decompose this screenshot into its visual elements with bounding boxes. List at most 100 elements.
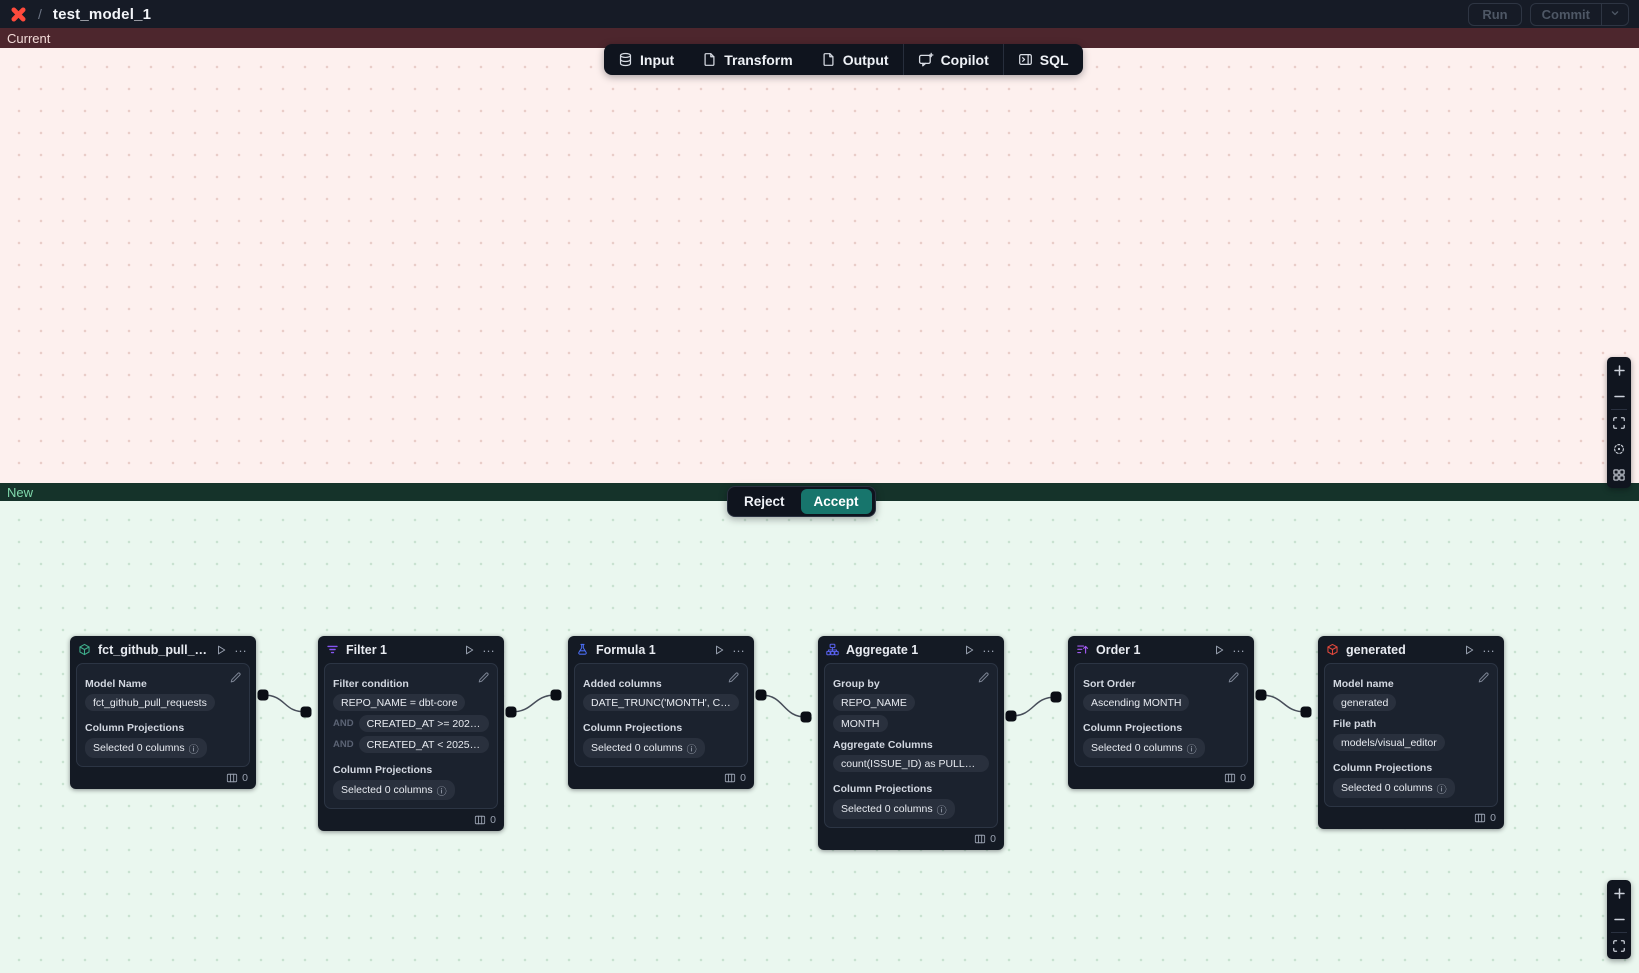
edge-handle[interactable] [505, 706, 517, 718]
edge[interactable] [262, 694, 307, 713]
ellipsis-menu-icon[interactable]: … [234, 640, 248, 655]
info-icon[interactable]: ⓘ [936, 805, 947, 817]
value-chip[interactable]: Ascending MONTH [1083, 694, 1190, 711]
value-chip[interactable]: REPO_NAME [833, 694, 915, 711]
value-chip[interactable]: DATE_TRUNC('MONTH', CREATED_AT… [583, 694, 739, 711]
commit-button[interactable]: Commit [1531, 4, 1601, 25]
node-header[interactable]: Order 1 … [1068, 636, 1254, 663]
play-icon[interactable] [1213, 644, 1225, 656]
info-icon[interactable]: ⓘ [1186, 744, 1197, 756]
edge[interactable] [510, 694, 557, 713]
fit-view-button[interactable] [1607, 933, 1631, 959]
edge[interactable] [760, 694, 807, 718]
toolbar-item-copilot[interactable]: Copilot [904, 44, 1003, 75]
edge[interactable] [1010, 696, 1057, 717]
ellipsis-menu-icon[interactable]: … [982, 640, 996, 655]
ellipsis-menu-icon[interactable]: … [1232, 640, 1246, 655]
edit-pencil-icon[interactable] [1477, 671, 1490, 689]
fit-view-button[interactable] [1607, 410, 1631, 436]
zoom-in-button[interactable] [1607, 880, 1631, 906]
section-label: Column Projections [583, 722, 683, 734]
value-chip[interactable]: CREATED_AT >= 2024-12-01 [358, 715, 489, 732]
chip-text: Selected 0 columns [1341, 782, 1433, 794]
target-icon [1612, 442, 1626, 456]
value-chip[interactable]: generated [1333, 694, 1397, 711]
edge-handle[interactable] [755, 689, 767, 701]
toolbar-item-output[interactable]: Output [807, 44, 903, 75]
edit-pencil-icon[interactable] [229, 671, 242, 689]
current-canvas[interactable] [0, 48, 1639, 483]
info-icon[interactable]: ⓘ [188, 744, 199, 756]
condition-conjunction: AND [333, 718, 354, 729]
play-icon[interactable] [963, 644, 975, 656]
commit-dropdown-button[interactable] [1601, 3, 1628, 25]
center-view-button[interactable] [1607, 436, 1631, 462]
ellipsis-menu-icon[interactable]: … [732, 640, 746, 655]
value-chip[interactable]: REPO_NAME = dbt-core [333, 694, 466, 711]
edge-handle[interactable] [300, 706, 312, 718]
reject-button[interactable]: Reject [731, 489, 798, 514]
info-icon[interactable]: ⓘ [436, 786, 447, 798]
node-title: Order 1 [1096, 642, 1141, 657]
edge-handle[interactable] [257, 689, 269, 701]
value-chip[interactable]: models/visual_editor [1333, 734, 1445, 751]
new-canvas[interactable]: fct_github_pull_requests…Model Namefct_g… [0, 501, 1639, 973]
zoom-out-button[interactable] [1607, 383, 1631, 409]
node-header[interactable]: Formula 1… [568, 636, 754, 663]
edit-pencil-icon[interactable] [477, 671, 490, 689]
value-chip[interactable]: CREATED_AT < 2025-03-01 [358, 736, 489, 753]
zoom-out-button[interactable] [1607, 906, 1631, 932]
toolbar-item-transform[interactable]: Transform [688, 44, 806, 75]
edge-handle[interactable] [1050, 691, 1062, 703]
toolbar-item-input[interactable]: Input [604, 44, 688, 75]
play-icon[interactable] [215, 644, 227, 656]
play-icon[interactable] [713, 644, 725, 656]
breadcrumb: / test_model_1 [10, 6, 151, 23]
run-button[interactable]: Run [1468, 2, 1522, 26]
dbt-logo-icon[interactable] [10, 6, 27, 23]
play-icon[interactable] [1463, 644, 1475, 656]
graph-node-fct-github-pull-requests[interactable]: fct_github_pull_requests…Model Namefct_g… [70, 636, 256, 789]
ellipsis-menu-icon[interactable]: … [482, 640, 496, 655]
chip-text: DATE_TRUNC('MONTH', CREATED_AT… [591, 696, 731, 709]
ellipsis-menu-icon[interactable]: … [1482, 640, 1496, 655]
minimap-button[interactable] [1607, 462, 1631, 488]
value-chip[interactable]: MONTH [833, 715, 888, 732]
node-footer: 0 [568, 767, 754, 789]
zoom-in-button[interactable] [1607, 357, 1631, 383]
edge-handle[interactable] [1300, 706, 1312, 718]
value-chip[interactable]: count(ISSUE_ID) as PULL_REQUEST_… [833, 755, 989, 772]
info-icon[interactable]: ⓘ [686, 744, 697, 756]
node-title: Filter 1 [346, 642, 387, 657]
toolbar-item-sql[interactable]: SQL [1004, 44, 1083, 75]
edge-handle[interactable] [550, 689, 562, 701]
node-header[interactable]: fct_github_pull_requests… [70, 636, 256, 663]
play-icon[interactable] [463, 644, 475, 656]
node-header[interactable]: generated… [1318, 636, 1504, 663]
value-chip[interactable]: fct_github_pull_requests [85, 694, 215, 711]
edge-handle[interactable] [800, 711, 812, 723]
node-header[interactable]: Aggregate 1… [818, 636, 1004, 663]
edit-pencil-icon[interactable] [1227, 671, 1240, 689]
edit-pencil-icon[interactable] [727, 671, 740, 689]
accept-button[interactable]: Accept [800, 489, 872, 514]
edit-pencil-icon[interactable] [977, 671, 990, 689]
edge-handle[interactable] [1005, 710, 1017, 722]
edge[interactable] [1260, 694, 1307, 713]
edge-handle[interactable] [1255, 689, 1267, 701]
info-icon[interactable]: ⓘ [1436, 784, 1447, 796]
node-header[interactable]: Filter 1 … [318, 636, 504, 663]
